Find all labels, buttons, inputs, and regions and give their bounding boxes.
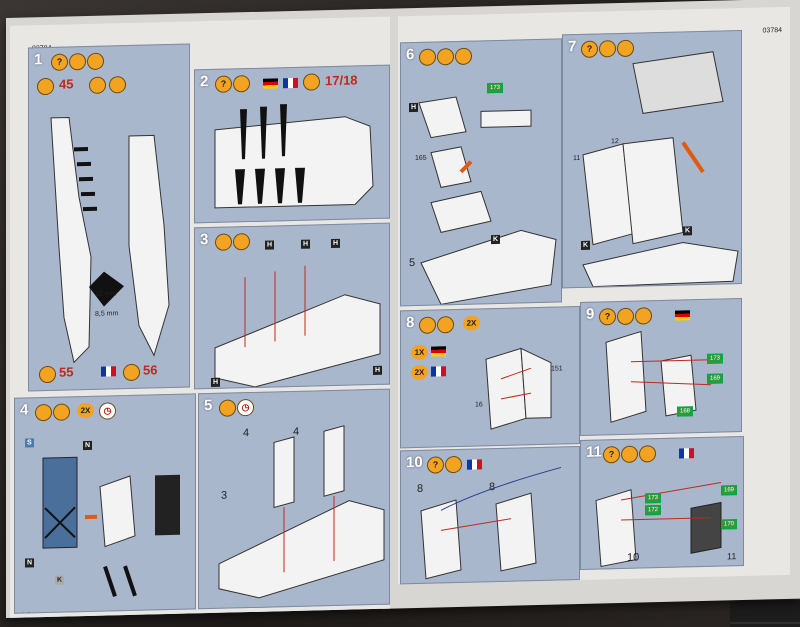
step-1-panel: 1 ? 45 12 mm 8,5 mm 55 56 bbox=[28, 43, 190, 392]
step-3-panel: 3 H H H H H bbox=[194, 222, 390, 390]
label-n: N bbox=[83, 440, 93, 451]
part-label: 151 bbox=[551, 365, 563, 373]
label-h: H bbox=[409, 102, 419, 113]
label-n: N bbox=[25, 558, 35, 568]
decal-label: 173 bbox=[707, 353, 724, 364]
step-7-panel: 7 ? 11 12 K K bbox=[562, 30, 742, 289]
decal-label: 169 bbox=[721, 485, 738, 496]
label-k: K bbox=[55, 575, 65, 585]
color-ref-56: 56 bbox=[143, 362, 158, 378]
step-10-panel: 10 ? 8 8 bbox=[400, 445, 580, 585]
decal-label: 173 bbox=[645, 492, 662, 504]
decal-label: 172 bbox=[645, 504, 662, 516]
label-k: K bbox=[683, 226, 693, 236]
label-h: H bbox=[211, 377, 221, 387]
wing-underside-drawing bbox=[214, 104, 374, 209]
cockpit-floor-drawing bbox=[214, 265, 381, 388]
step-5-panel: 5 ◷ 4 4 3 bbox=[198, 388, 390, 610]
left-page: 03784 1 ? 45 12 mm 8,5 mm 55 56 bbox=[10, 16, 390, 618]
step-4-panel: 4 2X ◷ S N N K 10 bbox=[14, 393, 196, 614]
part-label: 12 bbox=[611, 138, 619, 146]
label-k: K bbox=[491, 234, 501, 245]
decal-label: 169 bbox=[707, 373, 724, 384]
label-h: H bbox=[373, 365, 383, 376]
cockpit-final-drawing bbox=[595, 482, 722, 568]
seats-on-floor-drawing bbox=[218, 425, 385, 599]
step-9-panel: 9 ? 173 169 168 bbox=[580, 298, 742, 436]
decal-label: 168 bbox=[677, 406, 694, 417]
instrument-panel-drawing bbox=[418, 96, 557, 305]
label-s: S bbox=[25, 438, 34, 448]
part-label: 5 bbox=[409, 257, 416, 270]
fuselage-halves-drawing bbox=[50, 116, 170, 364]
dimension-12mm: 12 mm bbox=[95, 290, 117, 298]
consoles-wiring-drawing bbox=[420, 466, 562, 580]
part-label: 16 bbox=[475, 401, 483, 409]
france-flag bbox=[101, 366, 116, 377]
part-label: 11 bbox=[573, 154, 581, 163]
color-ref-55: 55 bbox=[59, 364, 74, 380]
console-decals-drawing bbox=[605, 330, 712, 423]
page-number-left: 10 bbox=[21, 610, 31, 613]
part-label: 10 bbox=[627, 551, 640, 564]
side-console-drawing bbox=[485, 347, 552, 430]
seat-assembly-drawing bbox=[42, 456, 180, 598]
decal-label: 170 bbox=[721, 519, 738, 530]
dimension-8-5mm: 8,5 mm bbox=[95, 310, 119, 318]
instruction-sheet: 03784 1 ? 45 12 mm 8,5 mm 55 56 bbox=[6, 0, 800, 619]
page-number-right: 11 bbox=[727, 551, 737, 562]
step-11-panel: 11 ? 173 172 169 170 10 11 bbox=[580, 435, 744, 570]
step-2-panel: 2 ? 17/18 bbox=[194, 64, 390, 224]
right-page: 03784 6 173 H 165 K 5 7 ? bbox=[398, 6, 790, 585]
cockpit-tub-drawing bbox=[582, 51, 739, 288]
step-6-panel: 6 173 H 165 K 5 bbox=[400, 38, 562, 307]
sheet-code-right: 03784 bbox=[762, 27, 782, 35]
label-k: K bbox=[581, 240, 591, 250]
part-label: 165 bbox=[415, 154, 427, 163]
step-8-panel: 8 2X 1X 2X 151 16 bbox=[400, 305, 580, 449]
